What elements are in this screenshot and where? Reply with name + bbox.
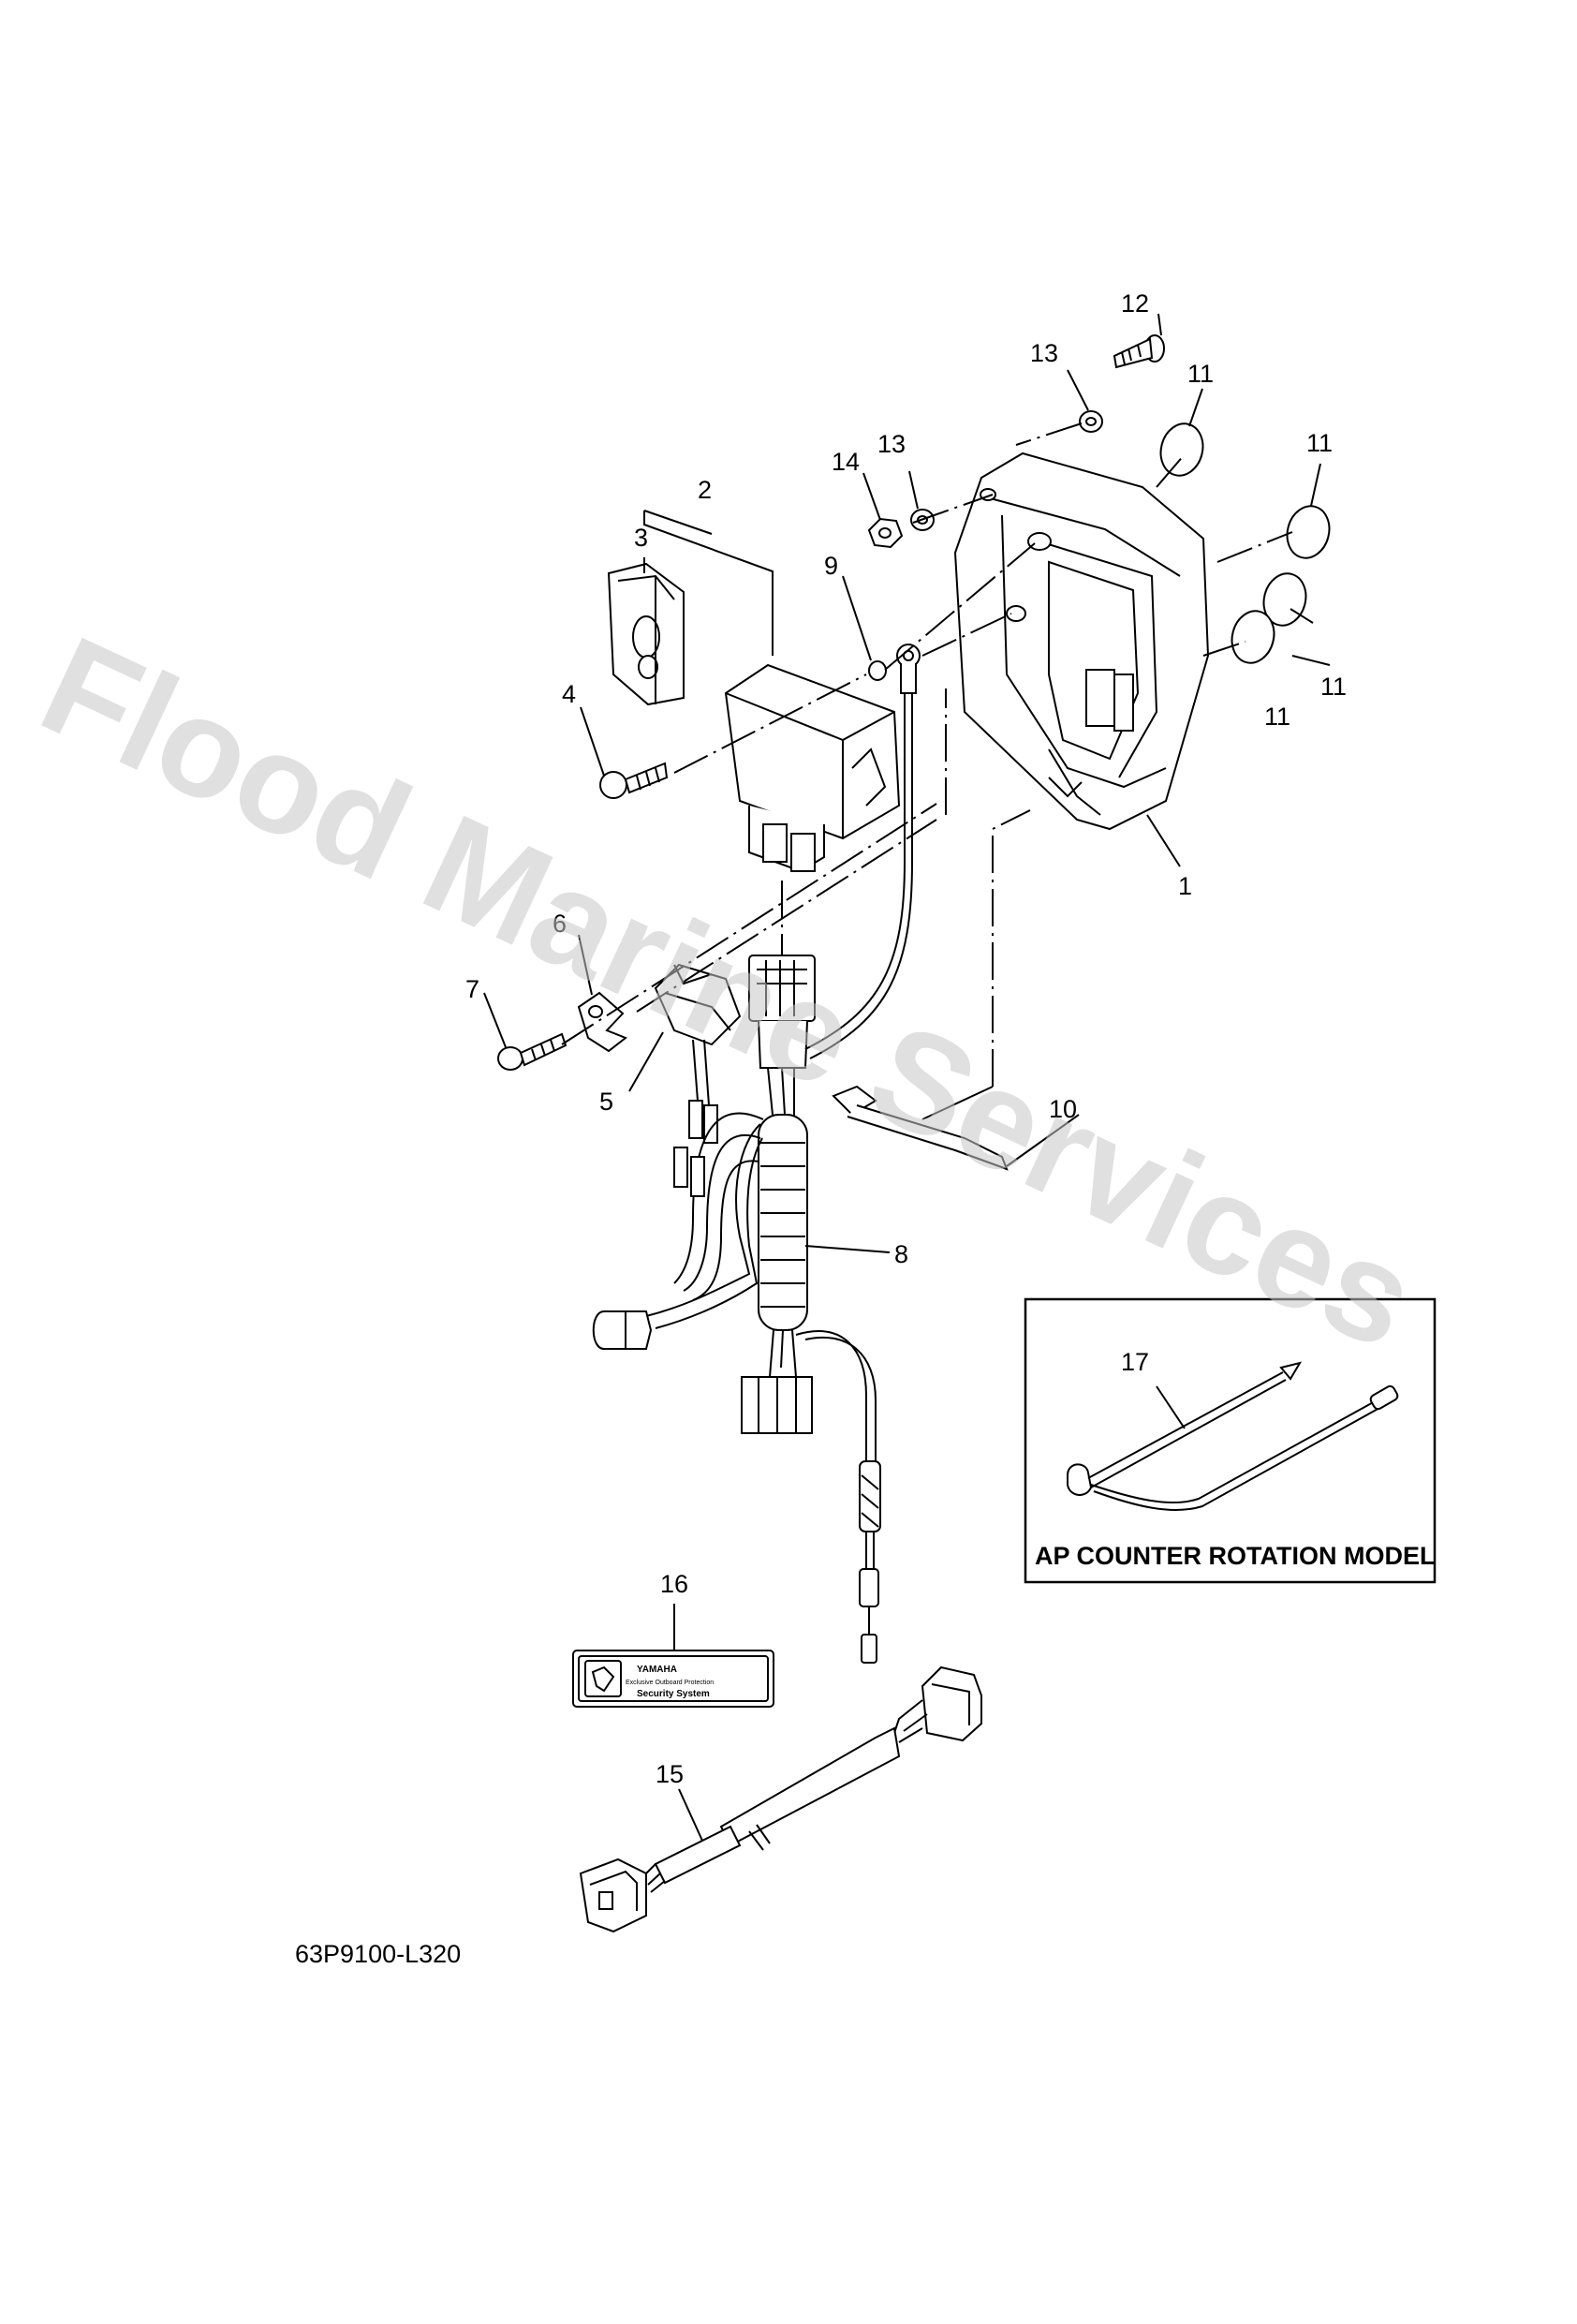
label-10: 10 [1049, 1095, 1077, 1123]
label-2: 2 [698, 476, 712, 504]
decal-line1: Exclusive Outboard Protection [626, 1680, 714, 1686]
label-13a: 13 [1030, 339, 1058, 367]
label-11b: 11 [1306, 429, 1333, 457]
part-7-screw [497, 1032, 567, 1071]
label-17: 17 [1121, 1348, 1149, 1376]
label-8: 8 [894, 1240, 908, 1268]
ground-lead [804, 644, 921, 1059]
part-17-sensor-lead [1067, 1361, 1399, 1511]
diagram-code: 63P9100-L320 [295, 1940, 461, 1968]
label-9: 9 [824, 552, 838, 580]
part-16-decal: YAMAHA Exclusive Outboard Protection Sec… [572, 1650, 774, 1708]
part-10-cable-tie [832, 1085, 1009, 1171]
part-11-grommets [1159, 422, 1331, 664]
label-11d: 11 [1264, 703, 1290, 731]
label-6: 6 [553, 910, 567, 938]
label-13b: 13 [877, 430, 906, 458]
label-11a: 11 [1187, 360, 1214, 388]
part-4-bolt [599, 762, 669, 799]
inset-caption: AP COUNTER ROTATION MODEL [1035, 1542, 1436, 1570]
part-12-screw [1113, 334, 1165, 369]
part-2-control-unit [724, 663, 901, 873]
part-3-remote-fob [607, 562, 685, 706]
part-6-clip [577, 991, 627, 1053]
label-5: 5 [599, 1088, 613, 1116]
part-9-washer [868, 660, 887, 681]
label-3: 3 [634, 524, 648, 552]
part-5-sensor [654, 963, 742, 1144]
label-11c: 11 [1320, 673, 1347, 701]
label-15: 15 [656, 1760, 684, 1788]
label-4: 4 [562, 680, 576, 708]
part-15-extension-lead [579, 1665, 982, 1933]
label-12: 12 [1121, 289, 1149, 318]
label-1: 1 [1178, 872, 1192, 900]
part-8-harness [592, 955, 881, 1664]
part-1-housing [953, 451, 1210, 831]
part-labels: 1 2 3 4 5 6 7 8 9 10 11 11 11 11 12 13 1… [465, 289, 1347, 1788]
label-16: 16 [660, 1570, 688, 1598]
inset-ap-counter-rotation: AP COUNTER ROTATION MODEL [1024, 1297, 1437, 1584]
label-14: 14 [832, 448, 860, 476]
part-14-nut [867, 517, 904, 549]
assembly-lines [561, 422, 1293, 1120]
decal-line2: Security System [637, 1689, 710, 1699]
label-7: 7 [465, 975, 479, 1003]
leader-lines [483, 313, 1331, 1842]
decal-brand: YAMAHA [637, 1665, 677, 1675]
